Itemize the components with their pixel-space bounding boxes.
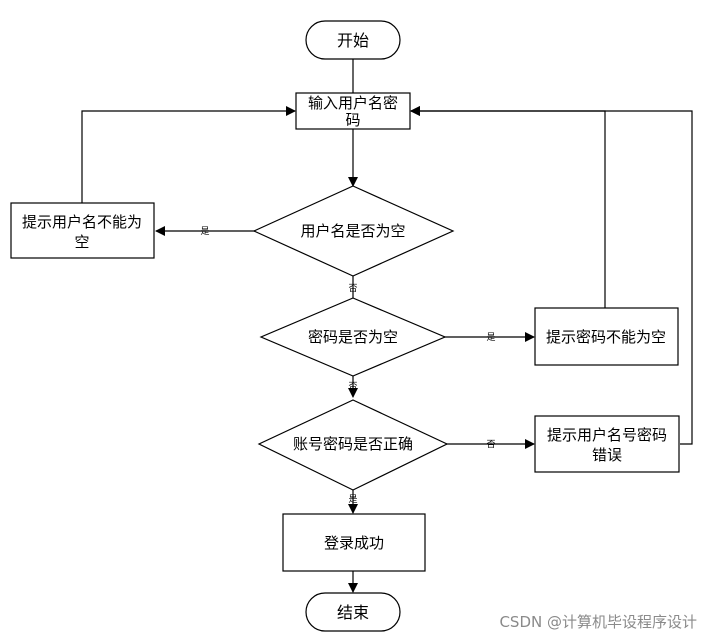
prompt-error-node: 提示用户名号密码 错误: [534, 415, 680, 473]
edge-label-pwd-no: 否: [348, 381, 357, 392]
connectors: [81, 58, 693, 593]
prompt-error-label-line1: 提示用户名号密码: [547, 426, 667, 444]
end-label: 结束: [337, 603, 369, 622]
input-node: 输入用户名密 码: [295, 92, 411, 130]
input-label-line1: 输入用户名密: [308, 94, 398, 112]
check-user-decision: 用户名是否为空: [252, 185, 455, 277]
edge-prompterror-input: [410, 106, 693, 445]
prompt-error-label-line2: 错误: [592, 446, 622, 464]
edge-label-user-no: 否: [348, 283, 357, 294]
edge-label-user-yes: 是: [200, 226, 209, 237]
edge-label-pwd-yes: 是: [486, 332, 495, 343]
watermark: CSDN @计算机毕设程序设计: [499, 613, 697, 631]
start-label: 开始: [337, 31, 369, 50]
prompt-user-label-line2: 空: [74, 233, 89, 251]
edge-label-acct-no: 否: [486, 439, 495, 450]
prompt-user-node: 提示用户名不能为 空: [10, 202, 155, 259]
success-label: 登录成功: [324, 534, 384, 552]
edge-promptuser-input: [81, 106, 296, 203]
edge-promptpwd-input: [410, 106, 606, 308]
input-label-line2: 码: [345, 111, 360, 129]
check-pwd-label: 密码是否为空: [308, 328, 398, 346]
end-node: 结束: [305, 592, 401, 632]
check-acct-label: 账号密码是否正确: [293, 435, 413, 453]
start-node: 开始: [305, 20, 401, 60]
check-acct-decision: 账号密码是否正确: [257, 399, 449, 491]
success-node: 登录成功: [282, 513, 426, 572]
prompt-pwd-node: 提示密码不能为空: [534, 307, 679, 366]
check-user-label: 用户名是否为空: [300, 222, 405, 240]
check-pwd-decision: 密码是否为空: [259, 297, 447, 377]
prompt-pwd-label: 提示密码不能为空: [546, 328, 666, 346]
edge-label-acct-yes: 是: [348, 494, 357, 505]
prompt-user-label-line1: 提示用户名不能为: [22, 213, 142, 231]
